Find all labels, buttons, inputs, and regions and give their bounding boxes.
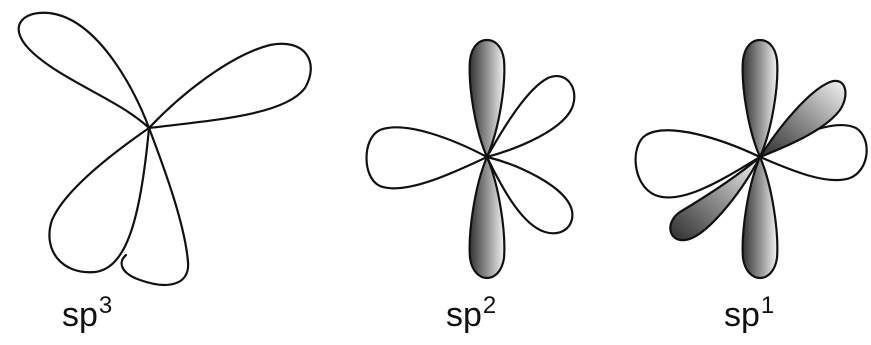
sp1-lobe-left (634, 129, 762, 199)
sp2-label: sp2 (446, 294, 496, 334)
sp3-lobe-lower-back (120, 126, 190, 286)
sp1-orbital (634, 38, 868, 280)
sp1-p-vert-lobe-bottom (741, 155, 779, 280)
sp3-lobe-lower-left (48, 126, 151, 274)
sp3-lobe-upper-right (147, 42, 312, 130)
sp2-label-superscript: 2 (482, 292, 497, 319)
sp2-orbital (365, 38, 576, 280)
sp2-p-lobe-top (468, 38, 506, 159)
sp2-lobe-left (365, 126, 489, 190)
sp1-label-superscript: 1 (760, 292, 775, 319)
sp3-lobe-upper-left (17, 11, 151, 130)
sp3-label: sp3 (62, 294, 112, 334)
sp2-label-base: sp (446, 296, 482, 334)
sp2-p-lobe-bottom (468, 155, 506, 280)
sp2-lobe-lower-right (485, 155, 574, 235)
sp3-label-base: sp (62, 296, 98, 334)
sp2-lobe-upper-right (485, 75, 576, 159)
sp1-p-diag-lobe-lower (669, 155, 762, 242)
sp1-p-vert-lobe-top (741, 38, 779, 159)
sp1-p-diag-lobe-upper (758, 79, 847, 159)
sp1-label-base: sp (724, 296, 760, 334)
sp3-label-superscript: 3 (98, 292, 113, 319)
sp1-label: sp1 (724, 294, 774, 334)
sp3-orbital (17, 11, 312, 286)
